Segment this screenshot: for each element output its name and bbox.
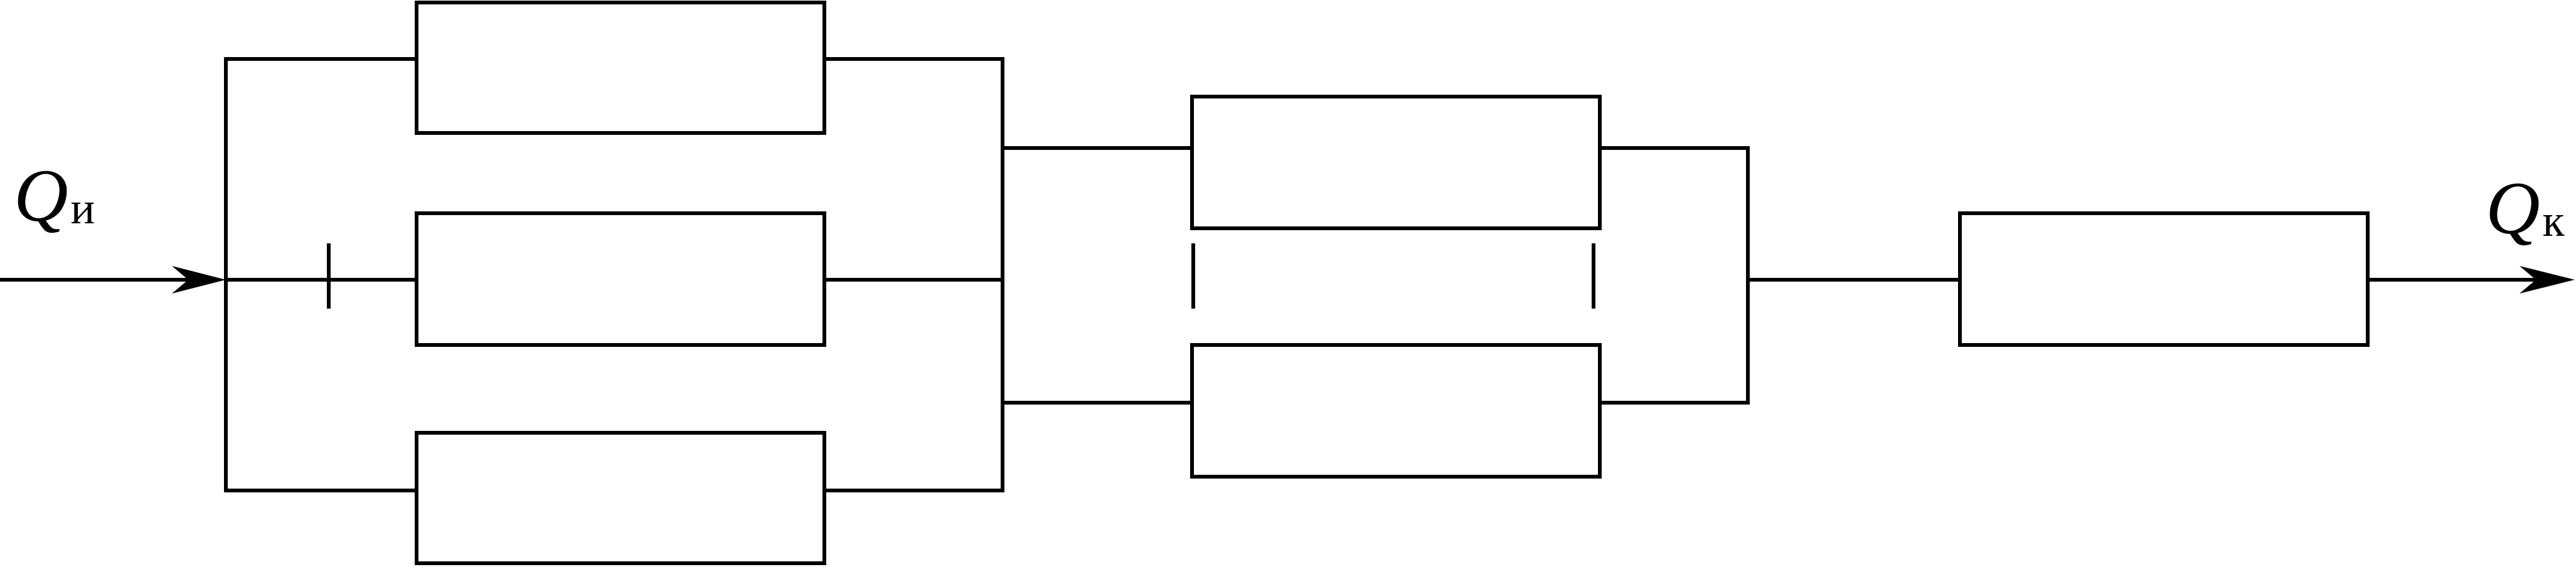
output-label-subscript: к (2543, 196, 2565, 246)
input-label-subscript: и (71, 183, 95, 233)
stage2-bottom-block (1190, 343, 1602, 479)
output-label-symbol: Q (2486, 166, 2540, 250)
output-arrow (2520, 266, 2575, 294)
input-label-symbol: Q (14, 154, 68, 237)
input-arrow (172, 266, 226, 294)
stage1-middle-block (415, 211, 826, 347)
stage1-top-block (415, 1, 826, 135)
input-label: Qи (14, 154, 95, 237)
stage3-block (1958, 211, 2370, 347)
stage2-top-block (1190, 95, 1602, 230)
output-label: Qк (2486, 166, 2565, 250)
stage1-bottom-block (415, 431, 826, 565)
